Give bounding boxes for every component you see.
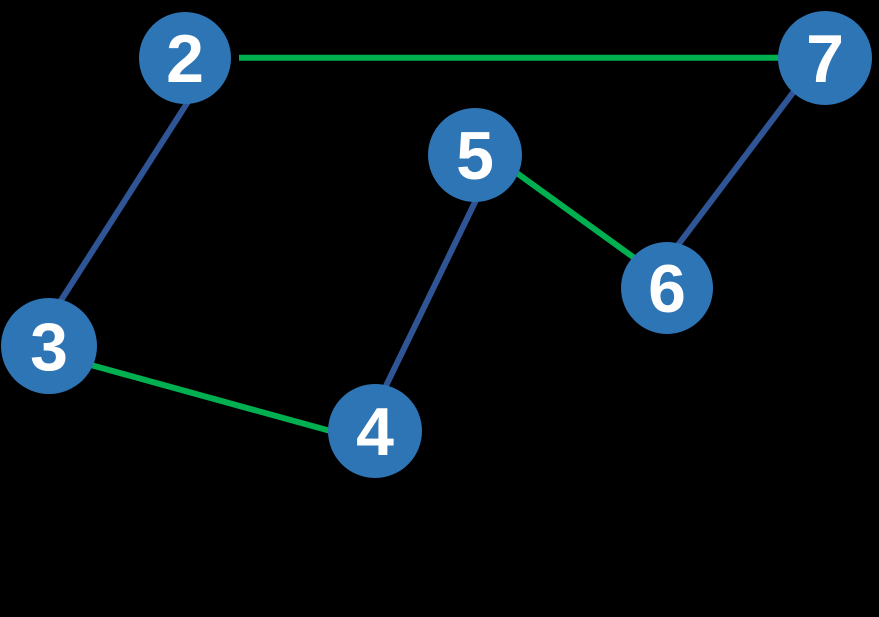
- node-6-circle: [621, 242, 713, 334]
- node-6: 6: [621, 242, 713, 334]
- node-4: 4: [328, 384, 422, 478]
- edge-2-3: [55, 95, 194, 307]
- node-7: 7: [778, 11, 872, 105]
- node-4-circle: [328, 384, 422, 478]
- node-2-label: 2: [166, 21, 204, 97]
- node-2-circle: [139, 12, 231, 104]
- node-5-circle: [428, 108, 522, 202]
- node-7-circle: [778, 11, 872, 105]
- node-6-label: 6: [648, 251, 686, 327]
- edge-5-6: [512, 168, 642, 265]
- node-5-label: 5: [456, 118, 494, 194]
- node-5: 5: [428, 108, 522, 202]
- node-3-label: 3: [30, 309, 68, 385]
- node-4-label: 4: [356, 394, 394, 470]
- node-2: 2: [139, 12, 231, 104]
- edge-4-5: [380, 196, 480, 394]
- node-3-circle: [1, 298, 97, 394]
- edge-3-4: [79, 359, 346, 438]
- node-3: 3: [1, 298, 97, 394]
- node-7-label: 7: [806, 21, 844, 97]
- edge-6-7: [672, 84, 801, 251]
